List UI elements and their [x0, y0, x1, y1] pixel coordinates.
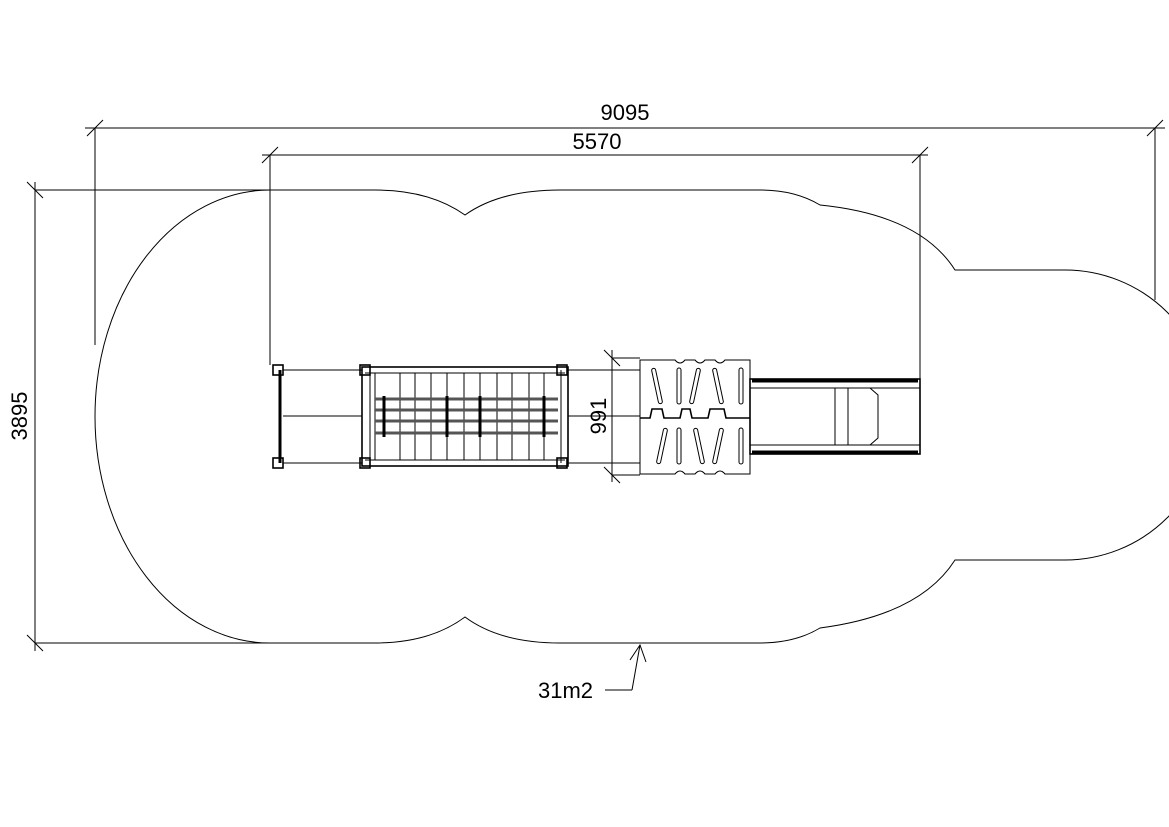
dimension-label-5570: 5570 — [573, 129, 622, 154]
dimension-overall-width: 3895 — [7, 181, 270, 652]
dimension-equipment-length: 5570 — [261, 129, 929, 380]
safety-zone-outline — [94, 189, 1169, 644]
area-label: 31m2 — [538, 678, 593, 703]
slide — [749, 378, 921, 455]
dimension-label-9095: 9095 — [601, 100, 650, 125]
net-bridge — [355, 364, 640, 469]
dimension-label-3895: 3895 — [7, 392, 32, 441]
dimension-overall-length: 9095 — [85, 100, 1165, 345]
entry-post-frame — [272, 364, 362, 469]
platform-deck — [639, 359, 751, 475]
area-annotation: 31m2 — [538, 643, 647, 703]
